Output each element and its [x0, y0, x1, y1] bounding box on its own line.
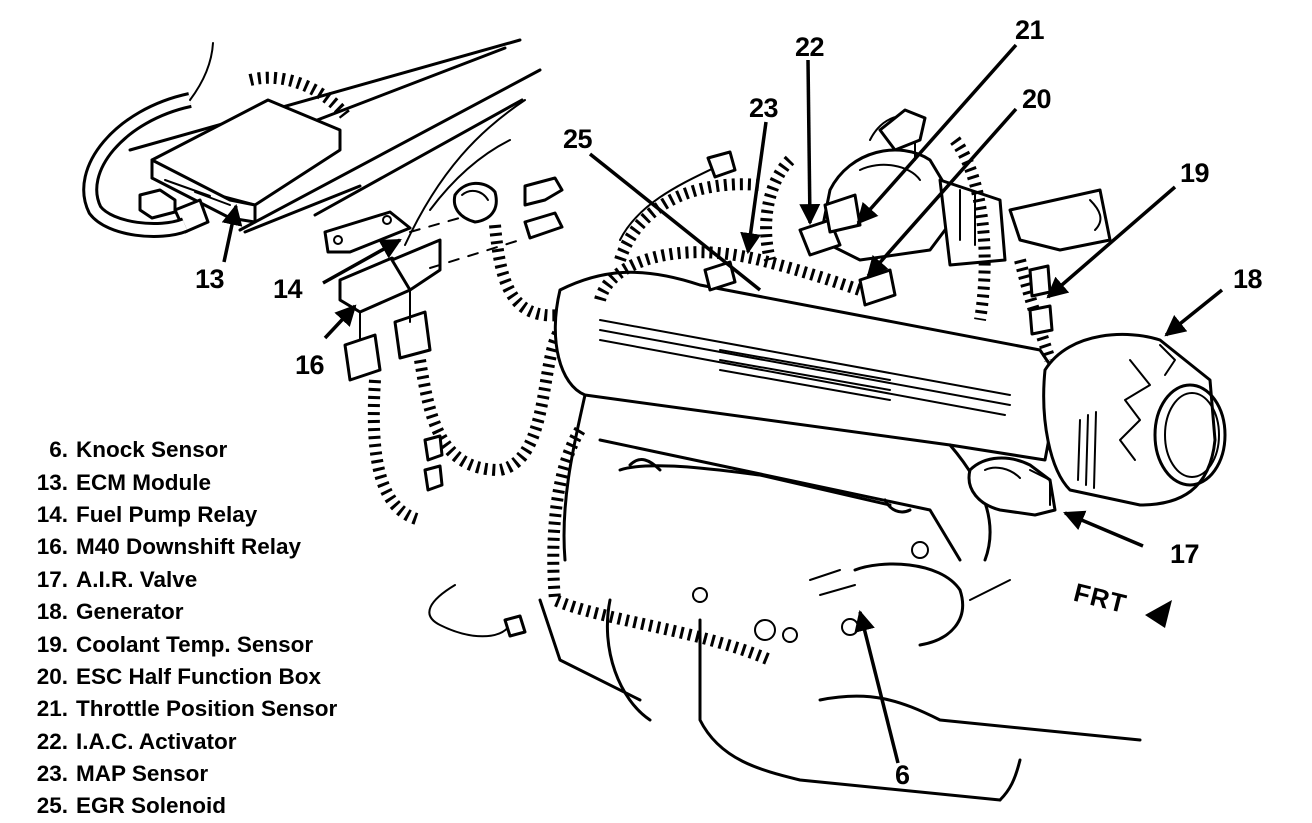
callout-16: 16 — [295, 350, 325, 380]
legend-label: MAP Sensor — [76, 761, 209, 787]
legend-label: A.I.R. Valve — [76, 566, 198, 592]
legend-number: 16. — [36, 534, 68, 560]
callout-leaders — [221, 43, 1224, 764]
legend-item: 16. M40 Downshift Relay — [18, 531, 337, 563]
front-arrow-icon — [1145, 600, 1172, 628]
air-valve — [967, 456, 1057, 517]
legend-number: 18. — [36, 599, 68, 625]
legend-label: ECM Module — [76, 469, 211, 495]
legend-item: 18. Generator — [18, 596, 337, 628]
connector-plugs — [452, 176, 564, 240]
legend-number: 25. — [36, 793, 68, 819]
legend-label: Throttle Position Sensor — [76, 696, 338, 722]
callout-23: 23 — [749, 93, 779, 123]
legend-number: 22. — [36, 728, 68, 754]
legend-label: Knock Sensor — [76, 437, 228, 463]
relay-bracket — [323, 210, 521, 382]
legend-number: 19. — [36, 631, 68, 657]
legend-label: I.A.C. Activator — [76, 728, 237, 754]
legend-number: 6. — [49, 437, 68, 463]
callout-19: 19 — [1180, 158, 1210, 188]
callout-21: 21 — [1015, 15, 1045, 45]
legend-label: ESC Half Function Box — [76, 663, 322, 689]
legend-number: 20. — [36, 663, 68, 689]
legend-item: 19. Coolant Temp. Sensor — [18, 628, 337, 660]
parts-legend: 6. Knock Sensor 13. ECM Module 14. Fuel Pum… — [18, 434, 338, 823]
intake-throttle-body — [798, 108, 1112, 307]
legend-item: 20. ESC Half Function Box — [18, 661, 337, 693]
legend-item: 21. Throttle Position Sensor — [18, 693, 338, 725]
legend-item: 23. MAP Sensor — [18, 758, 337, 790]
legend-number: 23. — [36, 761, 68, 787]
legend-number: 14. — [36, 501, 68, 527]
legend-label: Fuel Pump Relay — [76, 501, 258, 527]
legend-label: M40 Downshift Relay — [76, 534, 302, 560]
legend-item: 17. A.I.R. Valve — [18, 564, 337, 596]
relay-harness — [367, 379, 422, 526]
legend-item: 13. ECM Module — [18, 466, 337, 498]
legend-number: 17. — [36, 566, 68, 592]
legend-number: 21. — [36, 696, 68, 722]
legend-item: 14. Fuel Pump Relay — [18, 499, 337, 531]
callout-14: 14 — [273, 274, 303, 304]
generator — [1042, 332, 1227, 507]
legend-item: 6. Knock Sensor — [18, 434, 337, 466]
callout-25: 25 — [563, 124, 593, 154]
callout-13: 13 — [195, 264, 225, 294]
legend-item: 25. EGR Solenoid — [18, 790, 337, 822]
legend-item: 22. I.A.C. Activator — [18, 726, 337, 758]
engine-block — [538, 270, 1142, 802]
callout-20: 20 — [1022, 84, 1052, 114]
callout-18: 18 — [1233, 264, 1263, 294]
legend-number: 13. — [36, 469, 68, 495]
callout-22: 22 — [795, 32, 825, 62]
callout-17: 17 — [1170, 539, 1200, 569]
legend-label: Coolant Temp. Sensor — [76, 631, 314, 657]
legend-label: EGR Solenoid — [76, 793, 227, 819]
ecm-module — [138, 98, 342, 234]
callout-6: 6 — [895, 760, 910, 790]
legend-label: Generator — [76, 599, 184, 625]
